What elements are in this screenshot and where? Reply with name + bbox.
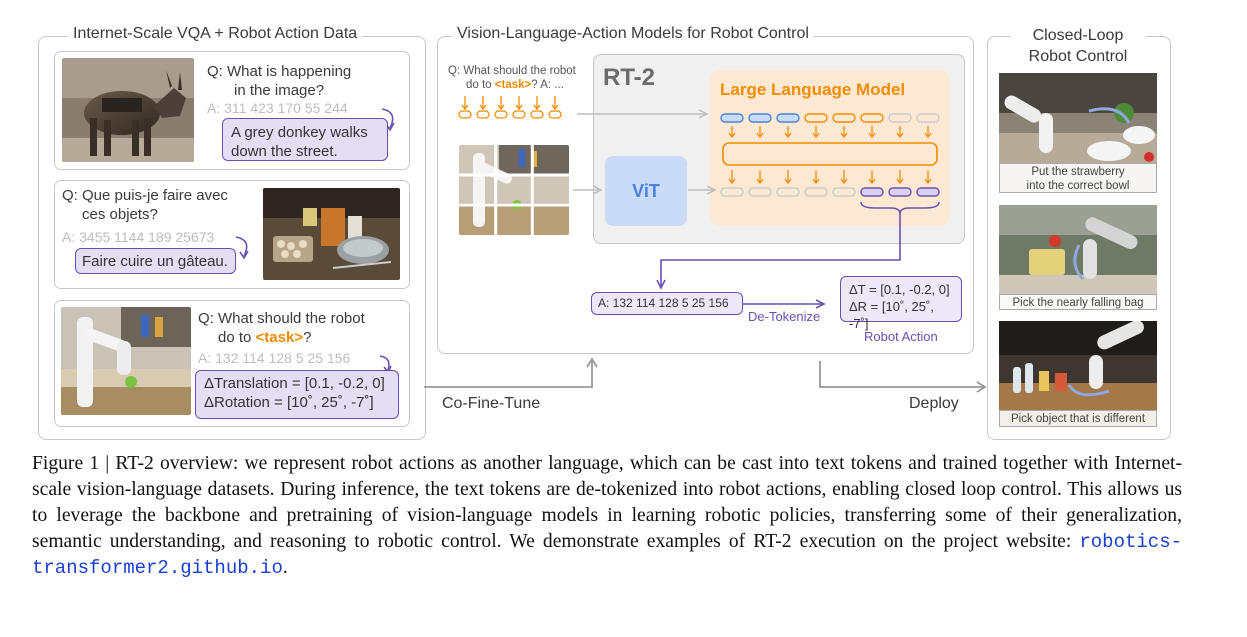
answer-1-line2: down the street. [231, 143, 338, 160]
delta-t: ΔT = [0.1, -0.2, 0] [849, 282, 950, 297]
deploy-label: Deploy [909, 395, 959, 412]
vqa-question-1b: in the image? [234, 82, 325, 99]
prompt-line1: Q: What should the robot [448, 65, 576, 77]
vqa-answer-box-1: A grey donkey walks down the street. [222, 118, 388, 161]
answer-1-line1: A grey donkey walks [231, 124, 368, 141]
vqa-answer-tokens-1: A: 311 423 170 55 244 [207, 100, 348, 116]
rt2-label: RT-2 [603, 64, 656, 91]
rollout-caption-2: Pick the nearly falling bag [999, 294, 1157, 310]
llm-box [710, 70, 950, 226]
output-tokens-box: A: 132 114 128 5 25 156 [591, 292, 743, 315]
donkey-image [62, 58, 194, 162]
robot-question-line1: Q: What should the robot [198, 310, 365, 327]
robot-rollout-bag [999, 205, 1157, 310]
cofinetune-deploy-arrows [424, 357, 987, 393]
project-website-link[interactable]: robotics-transformer2.github.io [32, 531, 1182, 579]
robot-question-line2: do to <task>? [218, 328, 311, 347]
prompt-prefix: do to [466, 79, 495, 91]
vqa-question-2b: ces objets? [82, 206, 158, 223]
prompt-task: <task> [494, 79, 532, 91]
rollout-caption-1-line1: Put the strawberry [1031, 166, 1125, 178]
robot-action-output-box: ΔT = [0.1, -0.2, 0] ΔR = [10˚, 25˚, -7˚] [840, 276, 962, 331]
vit-label: ViT [632, 180, 660, 201]
vqa-question-2a: Q: Que puis-je faire avec [62, 187, 228, 204]
vla-model-title: Vision-Language-Action Models for Robot … [452, 25, 814, 43]
rollout-caption-1: Put the strawberry into the correct bowl [999, 163, 1157, 193]
closed-loop-title-line2: Robot Control [1028, 48, 1128, 65]
curved-arrow-2 [235, 236, 249, 260]
action-rotation: ΔRotation = [10˚, 25˚, -7˚] [204, 394, 374, 411]
vqa-data-title: Internet-Scale VQA + Robot Action Data [68, 25, 363, 43]
delta-r: ΔR = [10˚, 25˚, -7˚] [849, 299, 934, 331]
vqa-question-1a: Q: What is happening [207, 63, 352, 80]
robot-question-suffix: ? [303, 329, 312, 346]
closed-loop-title: Closed-Loop Robot Control [1010, 25, 1146, 67]
robot-camera-image-grid [459, 145, 569, 235]
prompt-suffix: ? A: ... [531, 79, 564, 91]
robot-action-label: Robot Action [864, 329, 938, 344]
action-translation: ΔTranslation = [0.1, -0.2, 0] [204, 375, 385, 392]
task-placeholder: <task> [255, 329, 304, 346]
detokenize-label: De-Tokenize [748, 309, 821, 324]
vqa-answer-box-2: Faire cuire un gâteau. [75, 248, 236, 274]
vqa-answer-tokens-2: A: 3455 1144 189 25673 [62, 229, 215, 245]
closed-loop-title-line1: Closed-Loop [1032, 27, 1124, 44]
rollout-caption-3: Pick object that is different [999, 410, 1157, 427]
llm-label: Large Language Model [720, 80, 906, 99]
prompt-tokens [458, 96, 562, 119]
ingredients-image [263, 188, 400, 280]
robot-question-prefix: do to [218, 329, 256, 346]
caption-end: . [282, 557, 288, 578]
robot-kitchen-image [61, 307, 191, 415]
caption-text: Figure 1 | RT-2 overview: we represent r… [32, 453, 1182, 552]
robot-rollout-different [999, 321, 1157, 427]
co-fine-tune-label: Co-Fine-Tune [442, 395, 541, 412]
robot-action-box: ΔTranslation = [0.1, -0.2, 0] ΔRotation … [195, 370, 399, 419]
figure-caption: Figure 1 | RT-2 overview: we represent r… [32, 451, 1182, 581]
robot-answer-tokens: A: 132 114 128 5 25 156 [198, 350, 351, 366]
llm-internals [720, 113, 940, 215]
middle-flow-arrows [573, 109, 901, 309]
prompt-text: Q: What should the robot do to <task>? A… [448, 64, 576, 92]
rollout-caption-1-line2: into the correct bowl [1026, 180, 1130, 192]
vit-box: ViT [605, 156, 687, 226]
prompt-line2: do to <task>? A: ... [448, 78, 576, 92]
